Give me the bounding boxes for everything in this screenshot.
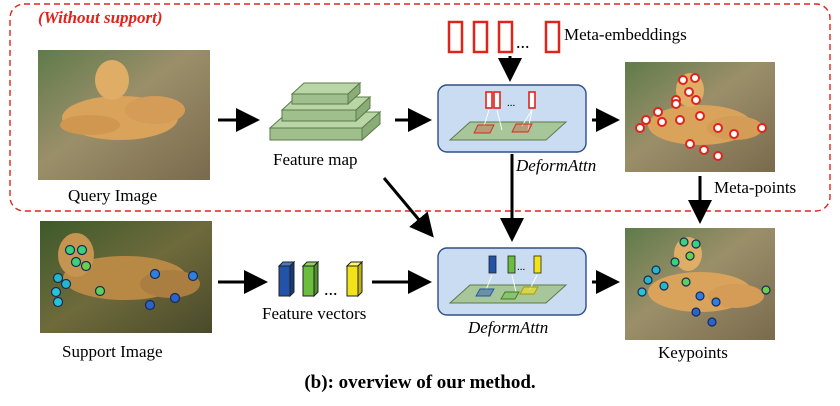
meta-point-markers	[635, 73, 767, 161]
keypoints-label: Keypoints	[658, 343, 728, 362]
keypoint-markers	[637, 237, 771, 327]
query-image-label: Query Image	[68, 186, 158, 205]
figure-caption: (b): overview of our method.	[304, 372, 536, 393]
meta-embeddings-icon	[447, 20, 561, 54]
feature-map-icon	[268, 81, 382, 142]
svg-text:...: ...	[517, 261, 526, 273]
meta-embeddings-ellipsis: ...	[516, 32, 530, 52]
feature-vectors-label: Feature vectors	[262, 304, 367, 323]
feature-vectors-icon	[277, 260, 364, 298]
without-support-title: (Without support)	[38, 8, 163, 27]
svg-text:...: ...	[507, 97, 516, 109]
meta-embeddings-label: Meta-embeddings	[564, 25, 687, 44]
feature-vectors-ellipsis: ...	[324, 279, 338, 299]
feature-map-label: Feature map	[273, 150, 358, 169]
support-image	[40, 221, 212, 333]
deform-attn-box-bottom: ...	[437, 247, 587, 316]
arrows	[218, 56, 712, 294]
support-image-label: Support Image	[62, 342, 163, 361]
query-image	[38, 50, 210, 180]
deform-attn-box-top: ...	[437, 84, 587, 153]
meta-points-label: Meta-points	[714, 178, 797, 197]
without-support-region	[9, 3, 831, 212]
support-keypoint-markers	[50, 244, 199, 311]
deform-attn-bottom-label: DeformAttn	[468, 318, 549, 337]
deform-attn-top-label: DeformAttn	[516, 156, 597, 175]
